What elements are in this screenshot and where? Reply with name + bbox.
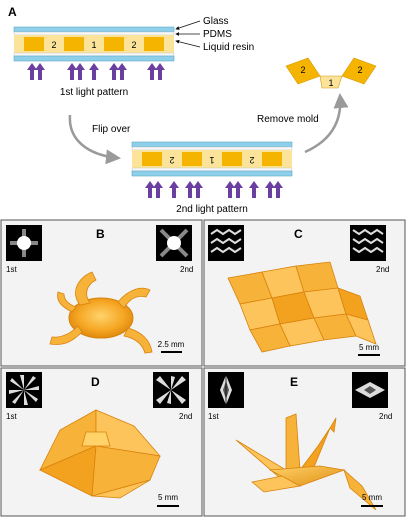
bowtie-crane-mask-icon [352, 372, 388, 408]
star-burst-alt-mask-icon [153, 372, 189, 408]
panel-b: B 1st 2nd 2.5 mm [0, 219, 203, 367]
star-fold-object [39, 409, 162, 499]
remove-mold-arrow [304, 93, 349, 154]
scale-label: 5 mm [359, 343, 379, 352]
circle-cross-mask-icon [6, 225, 42, 261]
legend-glass: Glass [203, 16, 229, 27]
folded-strip: 2 1 2 [285, 57, 377, 89]
mask-tag-2nd: 2nd [180, 265, 193, 274]
mask-tag-2nd: 2nd [379, 412, 392, 421]
miura-fold-object [227, 261, 377, 353]
light-arrows-2 [145, 181, 283, 198]
mold-stack-1: 2 1 2 [13, 26, 175, 62]
panel-label-c: C [294, 227, 303, 241]
mask-tag-1st: 1st [6, 412, 17, 421]
mask-tag-2nd: 2nd [179, 412, 192, 421]
resin-blocks [24, 37, 164, 51]
light-arrows-1 [27, 63, 165, 80]
scale-label: 5 mm [158, 493, 178, 502]
glass-layer-bottom [13, 55, 175, 62]
circle-x-mask-icon [156, 225, 192, 261]
region-number: 2 [131, 40, 136, 50]
region-number: 1 [91, 40, 96, 50]
mask-tag-1st: 1st [6, 265, 17, 274]
region-number: 2 [169, 155, 174, 165]
caption-1st-light-pattern: 1st light pattern [60, 87, 128, 98]
region-number: 2 [249, 155, 254, 165]
flip-arrow [68, 114, 121, 165]
star-burst-mask-icon [6, 372, 42, 408]
chevron-grid-mask-icon [208, 225, 244, 261]
pdms-layer-bottom [13, 52, 175, 57]
panel-label-b: B [96, 227, 105, 241]
resin-layer [14, 35, 174, 53]
layer-legend [175, 20, 201, 48]
glass-layer-top [13, 26, 175, 33]
legend-liquid-resin: Liquid resin [203, 42, 254, 53]
region-number: 1 [209, 155, 214, 165]
disk-flower-object [49, 271, 153, 354]
chevron-grid-alt-mask-icon [350, 225, 386, 261]
mask-tag-2nd: 2nd [376, 265, 389, 274]
flip-over-label: Flip over [92, 124, 131, 135]
panel-label-a: A [8, 5, 17, 19]
legend-pdms: PDMS [203, 29, 232, 40]
region-number: 2 [51, 40, 56, 50]
panel-c: C 2nd [203, 219, 406, 367]
pdms-layer-top [13, 31, 175, 36]
mask-tag-1st: 1st [208, 412, 219, 421]
panel-a: A 2 1 2 Glass PDMS Liquid resin [8, 5, 377, 215]
scale-label: 5 mm [362, 493, 382, 502]
panel-e: E 1st 2nd 5 mm [203, 367, 406, 517]
scale-label: 2.5 mm [158, 340, 185, 349]
region-number: 1 [328, 78, 333, 88]
panel-label-d: D [91, 375, 100, 389]
remove-mold-label: Remove mold [257, 114, 319, 125]
panel-d: D 1st [0, 367, 203, 517]
caption-2nd-light-pattern: 2nd light pattern [176, 204, 248, 215]
diamond-crane-mask-icon [208, 372, 244, 408]
crane-object [235, 413, 377, 511]
mold-stack-2: 2 1 2 [131, 141, 293, 177]
region-number: 2 [357, 65, 362, 75]
panel-label-e: E [290, 375, 298, 389]
region-number: 2 [300, 65, 305, 75]
